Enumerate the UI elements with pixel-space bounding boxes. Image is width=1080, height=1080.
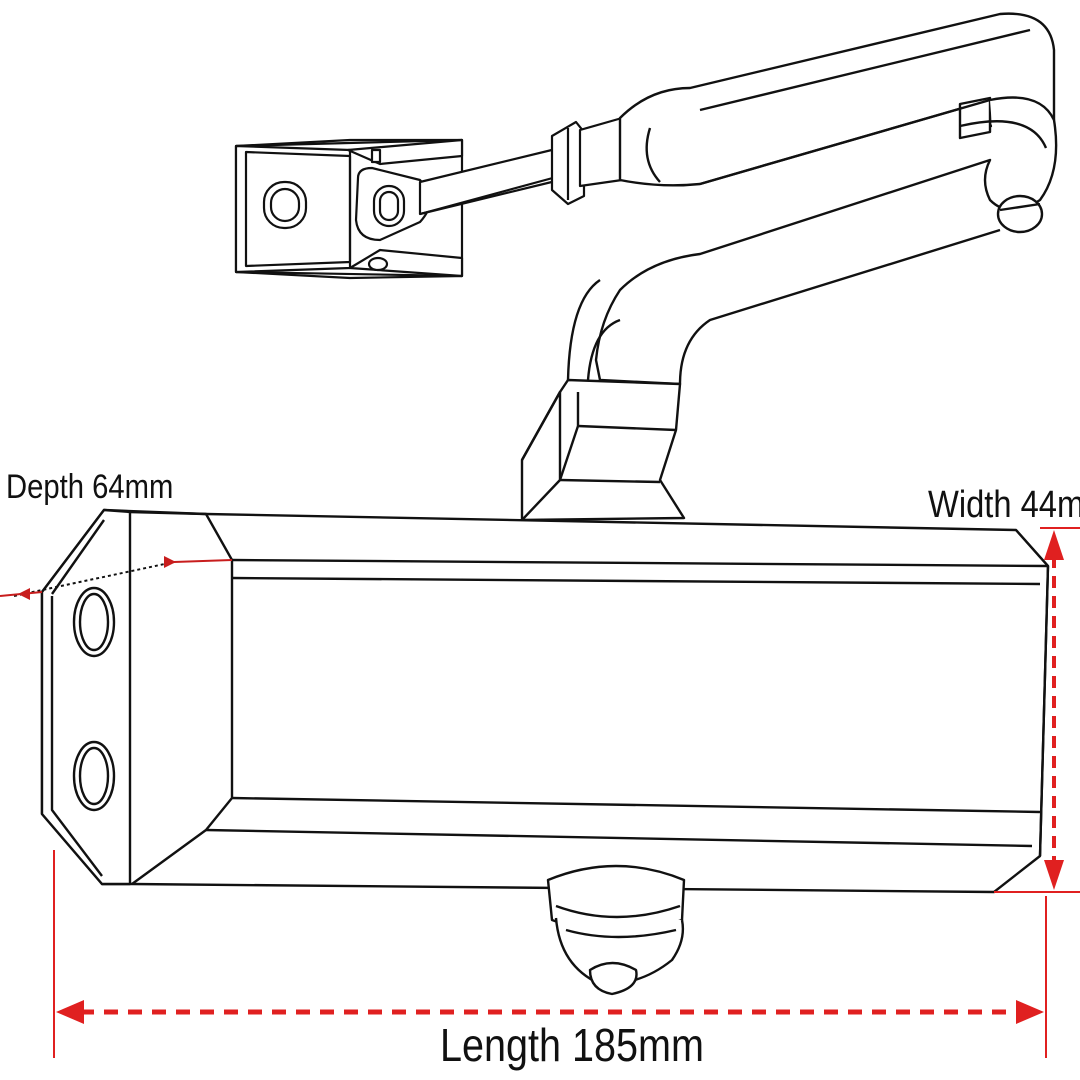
pinion-column: [520, 378, 686, 522]
length-label: Length 185mm: [440, 1019, 704, 1071]
depth-label: Depth 64mm: [6, 468, 174, 506]
width-label: Width 44mm: [928, 484, 1080, 526]
adjustment-valve: [546, 864, 686, 996]
length-dimension: [53, 850, 1047, 1058]
width-dimension: [994, 527, 1080, 893]
mounting-bracket: [234, 138, 464, 280]
arm-rod: [418, 116, 624, 216]
main-arm: [566, 12, 1058, 386]
depth-dimension: [0, 556, 233, 600]
closer-body: [40, 508, 1050, 894]
